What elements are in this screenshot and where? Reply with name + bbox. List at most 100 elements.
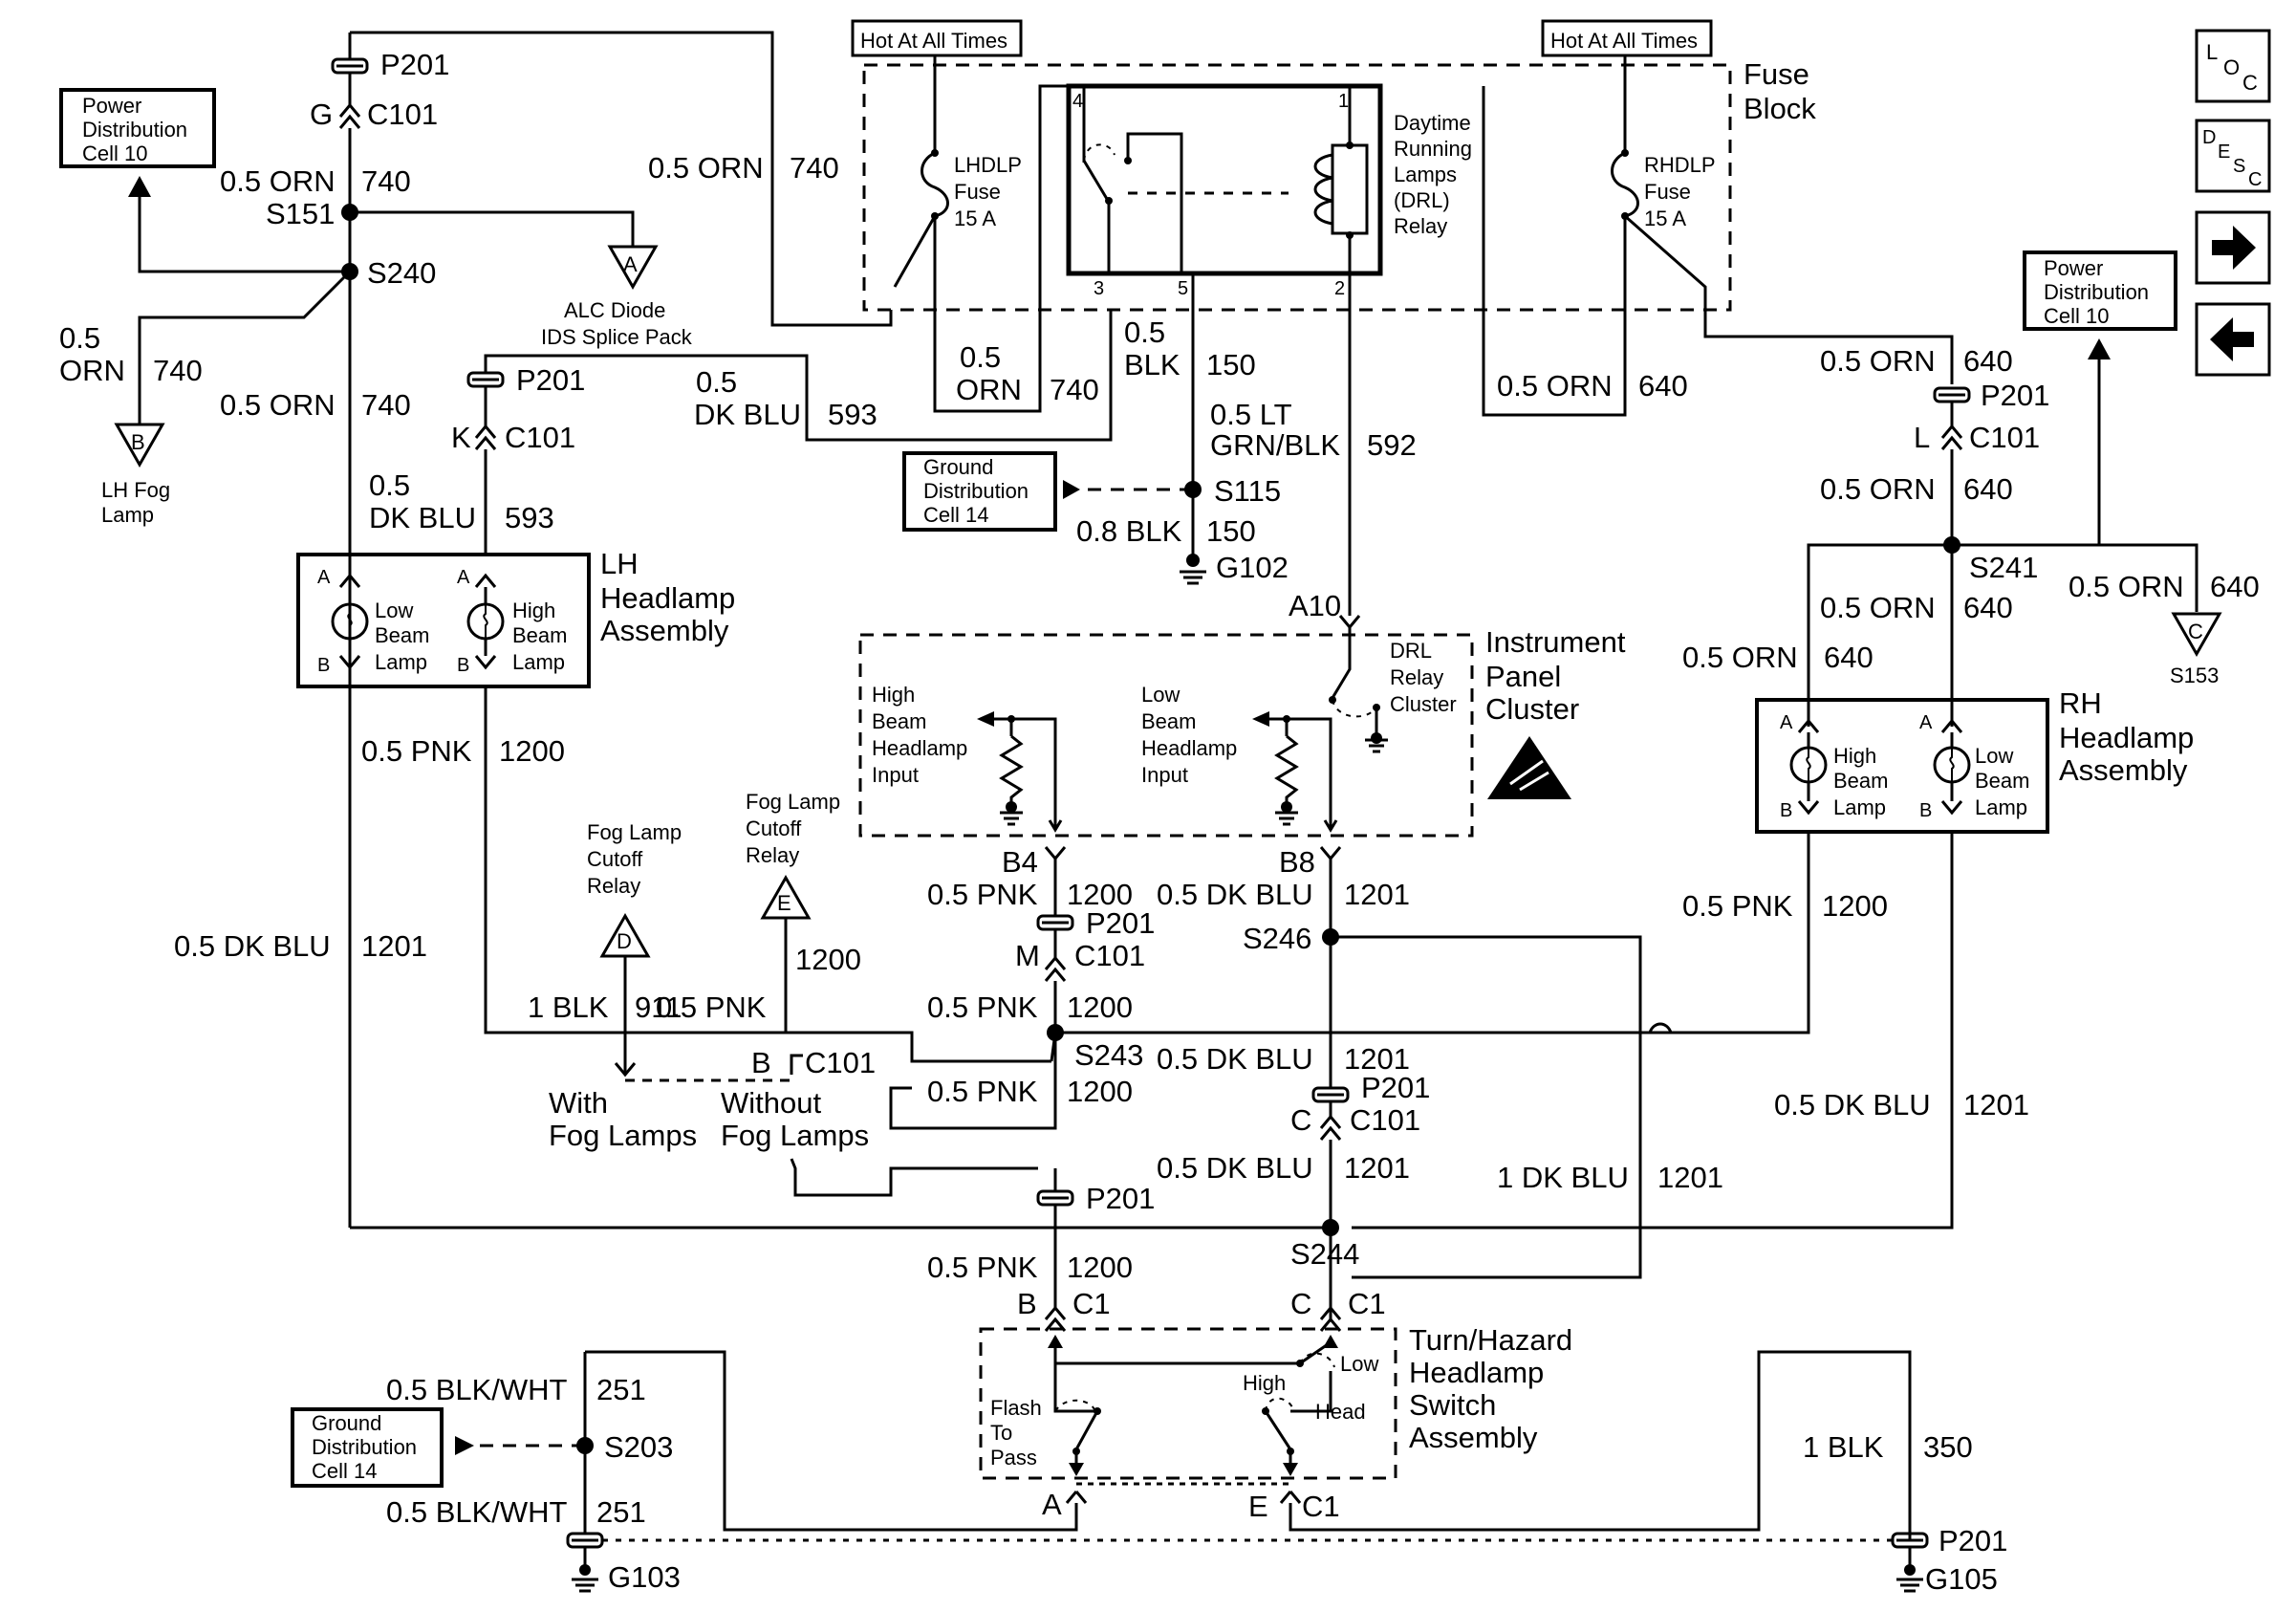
svg-text:0.5 DK BLU: 0.5 DK BLU — [174, 929, 331, 963]
svg-text:Hot At All Times: Hot At All Times — [1550, 29, 1698, 53]
svg-text:BLK: BLK — [1124, 348, 1180, 381]
svg-text:ORN: ORN — [956, 373, 1022, 406]
svg-text:S244: S244 — [1290, 1237, 1359, 1271]
drl-relay-label: Daytime Running Lamps (DRL) Relay — [1394, 111, 1472, 238]
svg-text:740: 740 — [1050, 373, 1099, 406]
p201-connector-c — [1311, 1086, 1350, 1103]
arrow-up-icon — [128, 176, 151, 197]
svg-text:Headlamp: Headlamp — [600, 581, 735, 615]
svg-text:A: A — [457, 567, 470, 588]
svg-text:A: A — [317, 567, 331, 588]
svg-text:B: B — [1017, 1287, 1037, 1320]
svg-text:S243: S243 — [1074, 1038, 1143, 1072]
svg-text:Cell 14: Cell 14 — [312, 1459, 377, 1483]
svg-text:RHDLP: RHDLP — [1644, 153, 1716, 177]
svg-text:C: C — [1290, 1103, 1311, 1137]
svg-text:0.5: 0.5 — [696, 365, 737, 399]
prev-page-button[interactable] — [2195, 302, 2271, 377]
svg-text:Assembly: Assembly — [2059, 753, 2188, 787]
svg-text:0.5 DK BLU: 0.5 DK BLU — [1774, 1088, 1931, 1121]
svg-text:E: E — [2218, 142, 2230, 163]
lh-low-beam-label: Low Beam Lamp — [375, 599, 429, 674]
svg-text:0.5 ORN: 0.5 ORN — [1820, 472, 1936, 506]
svg-text:S153: S153 — [2170, 664, 2219, 687]
svg-text:Power: Power — [82, 94, 141, 118]
svg-text:1201: 1201 — [361, 929, 427, 963]
svg-text:G103: G103 — [608, 1560, 681, 1594]
lh-headlamp-assembly-box — [296, 553, 591, 688]
svg-text:IDS Splice Pack: IDS Splice Pack — [541, 325, 693, 349]
svg-text:B8: B8 — [1279, 845, 1315, 879]
svg-text:1201: 1201 — [1344, 878, 1410, 911]
svg-text:B: B — [751, 1046, 771, 1079]
svg-text:0.5 PNK: 0.5 PNK — [927, 991, 1038, 1024]
svg-text:E: E — [1248, 1490, 1268, 1523]
svg-text:Low: Low — [1340, 1352, 1378, 1376]
without-fog-lamps-label: Without Fog Lamps — [721, 1086, 869, 1152]
desc-button[interactable]: D E S C — [2195, 119, 2271, 193]
ground-g103-icon — [572, 1578, 598, 1593]
svg-text:C101: C101 — [805, 1046, 876, 1079]
svg-text:High: High — [1833, 744, 1876, 768]
svg-text:B: B — [457, 655, 469, 676]
svg-text:Distribution: Distribution — [923, 479, 1029, 503]
instrument-panel-cluster-outline — [858, 633, 1474, 838]
svg-text:D: D — [2202, 127, 2216, 148]
svg-text:Low: Low — [1975, 744, 2013, 768]
svg-text:150: 150 — [1206, 348, 1256, 381]
svg-text:Head: Head — [1315, 1400, 1366, 1424]
svg-text:C101: C101 — [1350, 1103, 1420, 1137]
hb-resistor-icon — [999, 734, 1024, 805]
high-beam-input-label: High Beam Headlamp Input — [872, 683, 967, 787]
hot-at-all-times-left: Hot At All Times — [851, 19, 1023, 57]
svg-text:640: 640 — [1963, 472, 2013, 506]
svg-text:A10: A10 — [1289, 589, 1341, 622]
svg-text:Cutoff: Cutoff — [587, 847, 643, 871]
svg-text:Cell 14: Cell 14 — [923, 503, 988, 527]
svg-text:Distribution: Distribution — [312, 1435, 417, 1459]
svg-text:740: 740 — [361, 388, 411, 422]
ground-g102-icon — [1180, 570, 1206, 585]
svg-text:350: 350 — [1923, 1430, 1973, 1464]
svg-text:Cluster: Cluster — [1485, 692, 1579, 726]
next-page-button[interactable] — [2195, 210, 2271, 285]
svg-text:LH: LH — [600, 547, 639, 580]
svg-text:G105: G105 — [1925, 1562, 1998, 1596]
svg-text:Assembly: Assembly — [1409, 1421, 1538, 1454]
svg-text:640: 640 — [1638, 369, 1688, 403]
svg-text:P201: P201 — [1361, 1071, 1430, 1104]
svg-text:DK BLU: DK BLU — [694, 398, 801, 431]
svg-text:Lamp: Lamp — [512, 650, 565, 674]
svg-text:Headlamp: Headlamp — [872, 736, 967, 760]
svg-text:C1: C1 — [1072, 1287, 1111, 1320]
svg-text:593: 593 — [828, 398, 877, 431]
ground-distribution-s203: Ground Distribution Cell 14 — [291, 1407, 444, 1488]
arrow-left-icon — [2210, 317, 2254, 361]
svg-text:P201: P201 — [1086, 906, 1155, 940]
svg-text:Lamp: Lamp — [101, 503, 154, 527]
svg-text:Daytime: Daytime — [1394, 111, 1471, 135]
drl-relay-cluster-label: DRL Relay Cluster — [1390, 639, 1457, 716]
svg-text:C: C — [1290, 1287, 1311, 1320]
lh-fog-lamp-label: LH Fog Lamp — [101, 478, 170, 527]
loc-button[interactable]: L O C — [2195, 29, 2271, 103]
svg-text:Headlamp: Headlamp — [1141, 736, 1237, 760]
svg-text:1: 1 — [1338, 91, 1349, 112]
svg-text:C101: C101 — [367, 98, 438, 131]
svg-text:0.5 ORN: 0.5 ORN — [1682, 641, 1798, 674]
arrow-up-switch-b-icon — [1048, 1335, 1063, 1348]
svg-text:0.5 PNK: 0.5 PNK — [656, 991, 767, 1024]
svg-text:B: B — [317, 655, 330, 676]
svg-text:740: 740 — [790, 151, 839, 185]
svg-text:Headlamp: Headlamp — [1409, 1356, 1544, 1389]
svg-text:4: 4 — [1072, 91, 1083, 112]
lb-resistor-icon — [1274, 734, 1299, 805]
svg-text:With: With — [549, 1086, 608, 1120]
svg-text:0.5 BLK/WHT: 0.5 BLK/WHT — [386, 1495, 568, 1529]
svg-text:1 BLK: 1 BLK — [1803, 1430, 1884, 1464]
svg-text:K: K — [451, 421, 471, 454]
svg-text:C101: C101 — [1969, 421, 2040, 454]
svg-text:1200: 1200 — [1067, 878, 1133, 911]
svg-text:S241: S241 — [1969, 551, 2038, 584]
svg-text:Relay: Relay — [587, 874, 640, 898]
